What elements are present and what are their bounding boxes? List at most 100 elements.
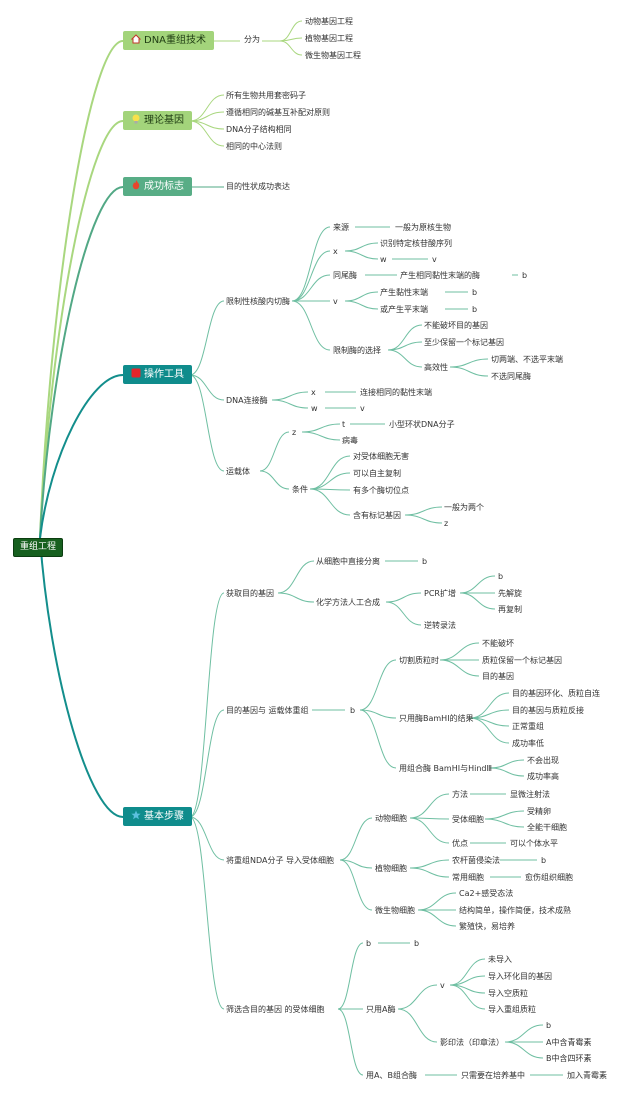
import-plant: 植物细胞 — [375, 864, 407, 873]
branch-dna-tech-label: DNA重组技术 — [144, 35, 207, 46]
efficiency-item: 切两端、不选平末端 — [491, 355, 563, 364]
restriction-v: v — [432, 255, 437, 264]
pcr-item: 再复制 — [498, 605, 522, 614]
theory-item: DNA分子结构相同 — [226, 125, 292, 134]
recipient-item: 受精卵 — [527, 807, 551, 816]
v-item: 未导入 — [488, 955, 512, 964]
ligase: DNA连接酶 — [226, 396, 268, 405]
animal-recipient: 受体细胞 — [452, 815, 484, 824]
replica-item: A中含青霉素 — [546, 1038, 592, 1047]
replica-item: b — [546, 1021, 552, 1030]
branch-success[interactable]: 成功标志 — [123, 177, 192, 196]
root-label: 重组工程 — [20, 542, 57, 552]
step-recomb: 目的基因与 运载体重组 — [226, 706, 309, 715]
bamhi-item: 正常重组 — [512, 722, 544, 731]
house-icon — [131, 34, 141, 44]
dna-divide-label: 分为 — [244, 35, 260, 44]
recomb-b: b — [350, 706, 356, 715]
cut-item: 质粒保留一个标记基因 — [482, 656, 562, 665]
recomb-combo: 用组合酶 BamHI与HindⅢ — [399, 764, 493, 773]
restriction-choice: 限制酶的选择 — [333, 346, 381, 355]
bamhi-item: 成功率低 — [512, 739, 544, 748]
branch-theory-label: 理论基因 — [144, 115, 184, 126]
star-icon — [131, 810, 141, 820]
ligase-x-val: 连接相同的黏性末端 — [360, 388, 432, 397]
screen-b2: b — [414, 939, 420, 948]
lightbulb-icon — [131, 114, 141, 124]
animal-adv: 优点 — [452, 839, 468, 848]
choice-efficiency: 高效性 — [424, 363, 448, 372]
import-microbe: 微生物细胞 — [375, 906, 415, 915]
microbe-item: 繁殖快，易培养 — [459, 922, 515, 931]
success-item: 目的性状成功表达 — [226, 182, 290, 191]
pcr-item: 先解旋 — [498, 589, 522, 598]
plant-agro: 农杆菌侵染法 — [452, 856, 500, 865]
branch-success-label: 成功标志 — [144, 181, 184, 192]
cut-item: 目的基因 — [482, 672, 514, 681]
cond-item: 可以自主复制 — [353, 469, 401, 478]
cut-item: 不能破坏 — [482, 639, 514, 648]
restriction-source: 来源 — [333, 223, 349, 232]
red-square-icon — [131, 368, 141, 378]
branch-steps-label: 基本步骤 — [144, 811, 184, 822]
combo-item: 成功率高 — [527, 772, 559, 781]
vector-plasmid: 小型环状DNA分子 — [389, 420, 455, 429]
cond-item: 有多个酶切位点 — [353, 486, 409, 495]
animal-method-val: 显微注射法 — [510, 790, 550, 799]
restriction-blunt-b: b — [472, 305, 478, 314]
ligase-x: x — [311, 388, 316, 397]
branch-dna-tech[interactable]: DNA重组技术 — [123, 31, 215, 50]
dna-item: 植物基因工程 — [305, 34, 353, 43]
theory-item: 遵循相同的碱基互补配对原则 — [226, 108, 330, 117]
v-item: 导入重组质粒 — [488, 1005, 536, 1014]
vector-z: z — [292, 428, 297, 437]
get-gene-pcr: PCR扩增 — [424, 589, 456, 598]
flame-icon — [131, 180, 141, 190]
recomb-cut: 切割质粒时 — [399, 656, 439, 665]
get-gene-rt: 逆转录法 — [424, 621, 456, 630]
restriction-x: x — [333, 247, 338, 256]
screen-replica: 影印法（印章法） — [440, 1038, 504, 1047]
branch-theory[interactable]: 理论基因 — [123, 111, 192, 130]
recipient-item: 全能干细胞 — [527, 823, 567, 832]
restriction-v2: v — [333, 297, 338, 306]
branch-tools-label: 操作工具 — [144, 369, 184, 380]
restriction-isoenzyme: 同尾酶 — [333, 271, 357, 280]
screen-ab: 用A、B组合酶 — [366, 1071, 417, 1080]
dna-item: 动物基因工程 — [305, 17, 353, 26]
screen-ab-mid: 只需要在培养基中 — [461, 1071, 525, 1080]
pcr-item: b — [498, 572, 504, 581]
restriction-b: b — [522, 271, 528, 280]
v-item: 导入环化目的基因 — [488, 972, 552, 981]
get-gene-direct-val: b — [422, 557, 428, 566]
vector-t: t — [342, 420, 346, 429]
screen-ab-end: 加入青霉素 — [567, 1071, 607, 1080]
root-node[interactable]: 重组工程 — [13, 538, 64, 557]
get-gene-direct: 从细胞中直接分离 — [316, 557, 380, 566]
dna-item: 微生物基因工程 — [305, 51, 361, 60]
vector-marker: 含有标记基因 — [353, 511, 401, 520]
get-gene-synth: 化学方法人工合成 — [316, 598, 380, 607]
marker-item: z — [444, 519, 449, 528]
microbe-item: 结构简单，操作简便，技术成熟 — [459, 906, 571, 915]
restriction-isoenzyme-val: 产生相同黏性末端的酶 — [400, 271, 480, 280]
replica-item: B中含四环素 — [546, 1054, 592, 1063]
cond-item: 对受体细胞无害 — [353, 452, 409, 461]
bamhi-item: 目的基因环化、质粒自连 — [512, 689, 600, 698]
choice-item: 至少保留一个标记基因 — [424, 338, 504, 347]
screen-only-a: 只用A酶 — [366, 1005, 396, 1014]
restriction-blunt: 或产生平末端 — [380, 305, 428, 314]
branch-steps[interactable]: 基本步骤 — [123, 807, 192, 826]
vector-virus: 病毒 — [342, 436, 358, 445]
branch-tools[interactable]: 操作工具 — [123, 365, 192, 384]
vector: 运载体 — [226, 467, 250, 476]
step-get-gene: 获取目的基因 — [226, 589, 274, 598]
step-import: 将重组NDA分子 导入受体细胞 — [226, 856, 335, 865]
microbe-item: Ca2+感受态法 — [459, 889, 514, 898]
restriction-w: w — [380, 255, 387, 264]
ligase-v: v — [360, 404, 365, 413]
bamhi-item: 目的基因与质粒反接 — [512, 706, 584, 715]
restriction-x-item: 识别特定核苷酸序列 — [380, 239, 452, 248]
theory-item: 所有生物共用套密码子 — [226, 91, 306, 100]
